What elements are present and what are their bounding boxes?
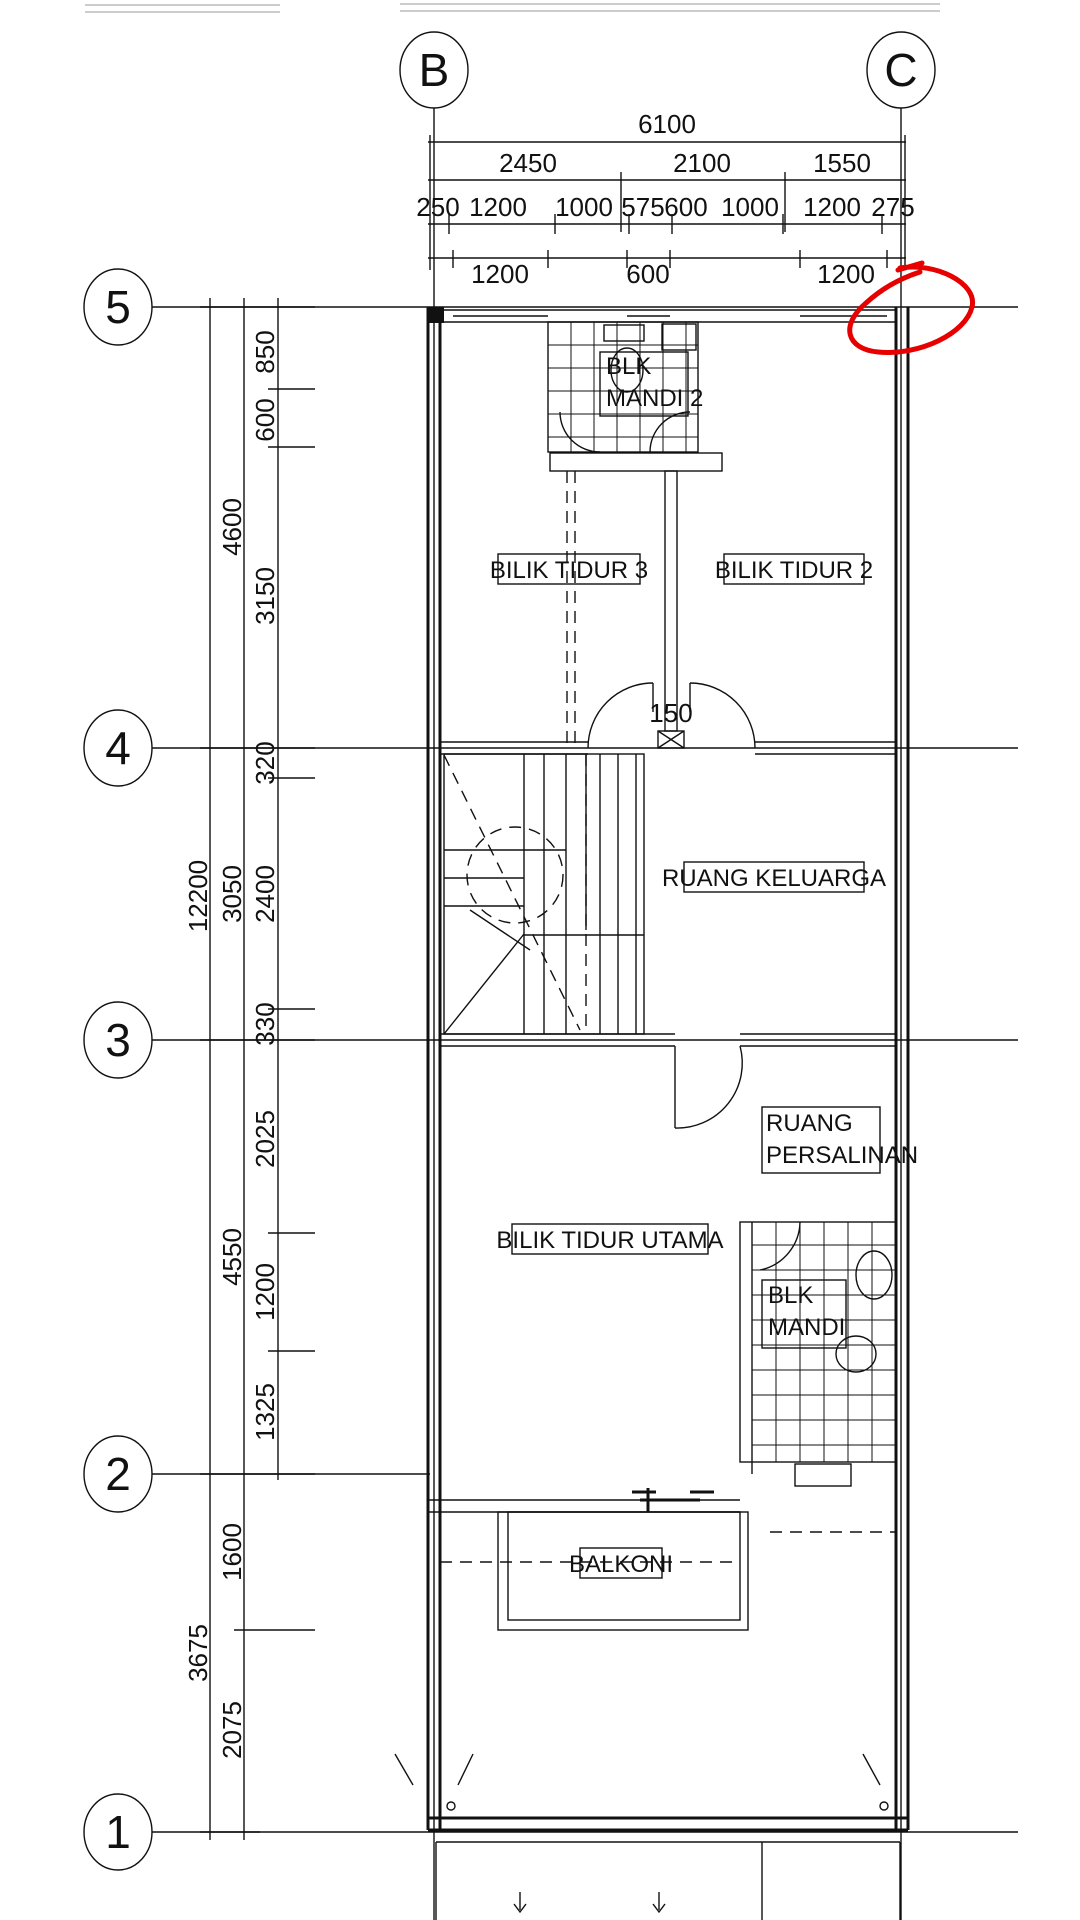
column-grid-c: C <box>866 31 936 109</box>
dressing-room-label-1: RUANG <box>766 1110 853 1137</box>
top-wall-windows <box>440 309 896 323</box>
dim-left-inner-8: 1200 <box>250 1263 280 1321</box>
family-room-label-box <box>683 861 865 893</box>
dim-top-l3-2: 1200 <box>469 192 527 222</box>
dim-top-window-2: 600 <box>626 259 669 289</box>
column-grid-b: B <box>399 31 469 109</box>
dim-left-mid-3: 4550 <box>217 1228 247 1286</box>
dim-top-window-3: 1200 <box>817 259 875 289</box>
staircase <box>443 753 645 1035</box>
bedroom-partition <box>566 470 685 749</box>
master-bedroom-label-box <box>511 1223 709 1255</box>
dim-left-inner-10: 1600 <box>217 1523 247 1581</box>
dim-top-l3-6: 1000 <box>721 192 779 222</box>
dim-left-total: 12200 <box>183 860 213 932</box>
dim-left-inner-2: 600 <box>250 398 280 441</box>
grid-label-2: 2 <box>105 1448 131 1500</box>
upper-bathroom: BLK MANDI 2 <box>547 321 723 472</box>
outer-walls <box>426 307 910 1832</box>
header-remnants <box>85 3 940 13</box>
family-room-label: RUANG KELUARGA <box>662 865 886 892</box>
dressing-room-label-box <box>761 1106 881 1174</box>
dim-top-l3-3: 1000 <box>555 192 613 222</box>
grid-label-3: 3 <box>105 1014 131 1066</box>
dim-left-mid-2: 3050 <box>217 865 247 923</box>
dim-top-total: 6100 <box>638 109 696 139</box>
grid-label-4: 4 <box>105 722 131 774</box>
dim-top-l3-7: 1200 <box>803 192 861 222</box>
grid-label-5: 5 <box>105 281 131 333</box>
bedroom2-label-box <box>723 553 865 585</box>
row-grid-3: 3 <box>83 1001 153 1079</box>
dim-left-mid-4: 3675 <box>183 1624 213 1682</box>
bedroom3-label-box <box>497 553 641 585</box>
row-grid-4: 4 <box>83 709 153 787</box>
corner-column <box>428 307 444 323</box>
balcony-label-box <box>579 1547 663 1579</box>
grid-label-c: C <box>884 44 917 96</box>
dim-top-l3-1: 250 <box>416 192 459 222</box>
bottom-markers <box>394 1753 889 1811</box>
bedroom3-label: BILIK TIDUR 3 <box>490 557 648 584</box>
balcony <box>428 1488 896 1631</box>
dim-top-l3-5: 600 <box>664 192 707 222</box>
row-grid-lines <box>152 306 1018 1833</box>
master-bath-label-1: BLK <box>768 1282 813 1309</box>
dressing-room-label-2: PERSALINAN <box>766 1142 918 1169</box>
dim-door-150: 150 <box>649 698 692 728</box>
dim-left-inner-9: 1325 <box>250 1383 280 1441</box>
master-bath-label-2: MANDI <box>768 1314 845 1341</box>
dim-left-inner-1: 850 <box>250 330 280 373</box>
grid-label-1: 1 <box>105 1806 131 1858</box>
left-dimension-lines <box>200 298 315 1840</box>
upper-bath-label-1: BLK <box>606 353 651 380</box>
wall-grid-3 <box>440 1033 896 1129</box>
dim-top-l2-3: 1550 <box>813 148 871 178</box>
dim-left-inner-7: 2025 <box>250 1110 280 1168</box>
dim-left-inner-6: 330 <box>250 1002 280 1045</box>
dim-left-inner-4: 320 <box>250 741 280 784</box>
master-bedroom-label: BILIK TIDUR UTAMA <box>496 1227 723 1254</box>
dim-top-l2-2: 2100 <box>673 148 731 178</box>
red-annotation-circle <box>847 260 975 355</box>
dim-top-window-1: 1200 <box>471 259 529 289</box>
dim-left-mid-1: 4600 <box>217 498 247 556</box>
dim-top-l3-8: 275 <box>871 192 914 222</box>
bedroom2-label: BILIK TIDUR 2 <box>715 557 873 584</box>
dim-top-l2-1: 2450 <box>499 148 557 178</box>
upper-bath-label-2: MANDI 2 <box>606 385 703 412</box>
grid-label-b: B <box>419 44 450 96</box>
master-bath: BLK MANDI <box>739 1221 897 1487</box>
dim-left-inner-5: 2400 <box>250 865 280 923</box>
row-grid-1: 1 <box>83 1793 153 1871</box>
balcony-label: BALKONI <box>569 1551 673 1578</box>
dim-left-inner-3: 3150 <box>250 567 280 625</box>
dim-top-l3-4: 575 <box>621 192 664 222</box>
dim-left-inner-11: 2075 <box>217 1701 247 1759</box>
row-grid-5: 5 <box>83 268 153 346</box>
top-dimension-lines <box>428 135 906 270</box>
row-grid-2: 2 <box>83 1435 153 1513</box>
lower-porch <box>435 1841 901 1920</box>
